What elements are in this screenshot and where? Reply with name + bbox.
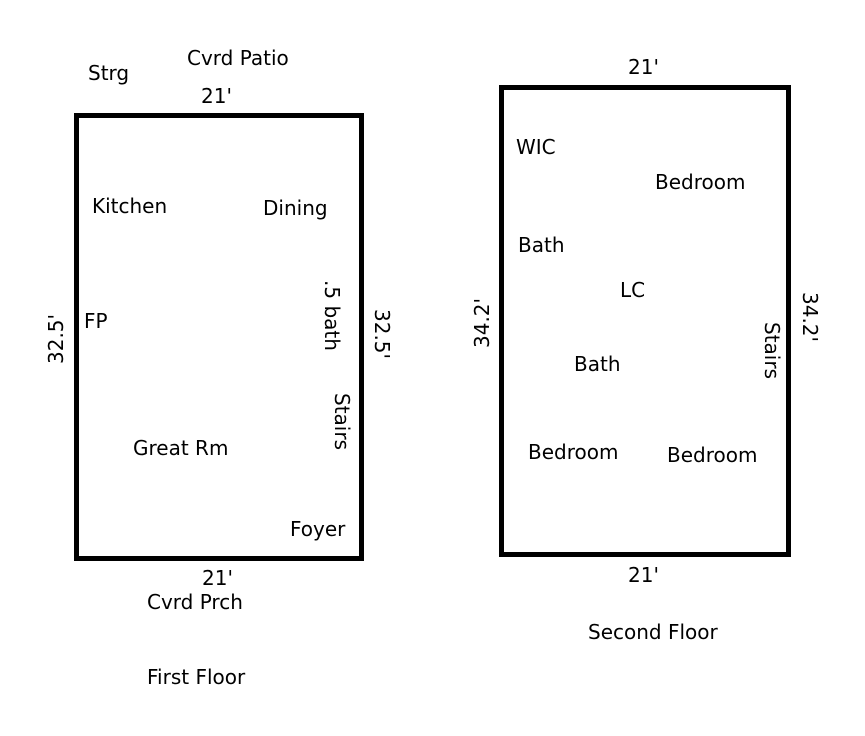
bath-upper-label: Bath (518, 233, 565, 257)
second-floor-right-dimension: 34.2' (798, 292, 822, 343)
second-floor-outline (499, 85, 791, 557)
second-floor-caption: Second Floor (588, 620, 718, 644)
first-floor-right-dimension: 32.5' (370, 309, 394, 360)
first-floor-caption: First Floor (147, 665, 246, 689)
second-floor-left-dimension: 34.2' (470, 297, 494, 348)
wic-label: WIC (516, 135, 556, 159)
bedroom-bottom-right-label: Bedroom (667, 443, 758, 467)
first-floor-outline (74, 113, 364, 561)
fireplace-label: FP (84, 309, 108, 333)
bath-lower-label: Bath (574, 352, 621, 376)
lc-label: LC (620, 278, 646, 302)
dining-label: Dining (263, 196, 328, 220)
first-floor-left-dimension: 32.5' (44, 313, 68, 364)
covered-porch-label: Cvrd Prch (147, 590, 243, 614)
second-floor-top-dimension: 21' (628, 55, 659, 79)
bedroom-bottom-left-label: Bedroom (528, 440, 619, 464)
covered-patio-label: Cvrd Patio (187, 46, 289, 70)
first-floor-stairs-label: Stairs (330, 393, 354, 450)
first-floor-top-dimension: 21' (201, 84, 232, 108)
first-floor-bottom-dimension: 21' (202, 566, 233, 590)
bedroom-top-label: Bedroom (655, 170, 746, 194)
kitchen-label: Kitchen (92, 194, 168, 218)
second-floor-stairs-label: Stairs (760, 322, 784, 379)
foyer-label: Foyer (290, 517, 346, 541)
second-floor-bottom-dimension: 21' (628, 563, 659, 587)
great-room-label: Great Rm (133, 436, 229, 460)
storage-label: Strg (88, 61, 130, 85)
half-bath-label: .5 bath (320, 280, 344, 351)
